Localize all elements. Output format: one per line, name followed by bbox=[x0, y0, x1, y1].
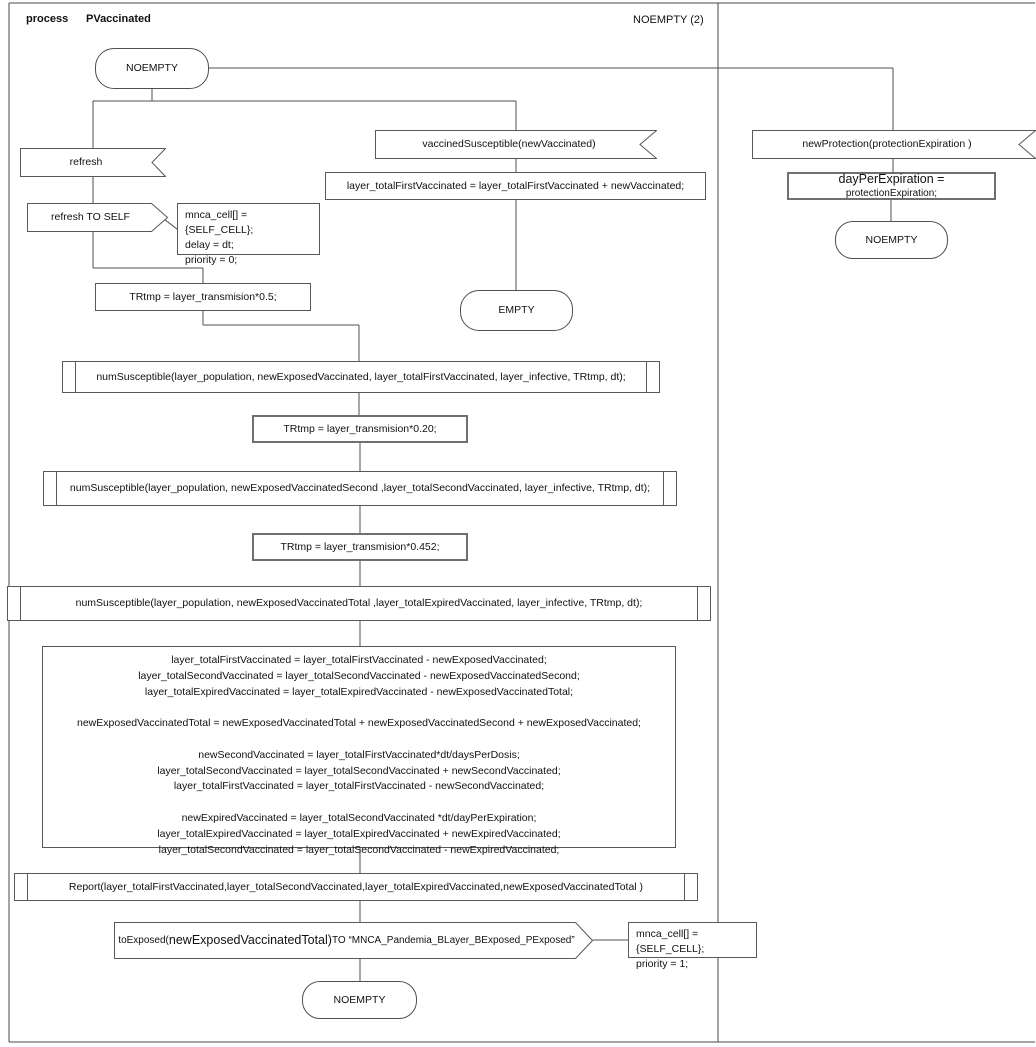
assign-label-small: protectionExpiration; bbox=[845, 187, 938, 199]
call-report[interactable]: Report(layer_totalFirstVaccinated,layer_… bbox=[14, 873, 698, 901]
assign-trtmp-020[interactable]: TRtmp = layer_transmision*0.20; bbox=[252, 415, 468, 443]
assign-label-big: dayPerExpiration = bbox=[838, 171, 945, 186]
state-noempty-right[interactable]: NOEMPTY bbox=[835, 221, 948, 259]
receive-label: vaccinedSusceptible(newVaccinated) bbox=[422, 138, 596, 150]
state-count-label: NOEMPTY (2) bbox=[633, 14, 704, 26]
state-noempty-bottom[interactable]: NOEMPTY bbox=[302, 981, 417, 1019]
state-label: NOEMPTY bbox=[865, 233, 918, 246]
send-shape-icon bbox=[114, 922, 593, 959]
note-refresh-params[interactable]: mnca_cell[] = {SELF_CELL}; delay = dt; p… bbox=[177, 203, 320, 266]
receive-vaccined-susceptible[interactable]: vaccinedSusceptible(newVaccinated) bbox=[375, 130, 657, 159]
receive-label: refresh bbox=[69, 156, 103, 168]
assign-total-first-vaccinated[interactable]: layer_totalFirstVaccinated = layer_total… bbox=[325, 172, 706, 200]
process-keyword-label: process bbox=[26, 13, 69, 25]
receive-refresh[interactable]: refresh bbox=[20, 148, 166, 177]
send-label-big: newExposedVaccinatedTotal) bbox=[168, 933, 332, 947]
note-to-exposed-params[interactable]: mnca_cell[] = {SELF_CELL}; priority = 1; bbox=[628, 922, 757, 970]
send-label: refresh TO SELF bbox=[51, 211, 130, 223]
state-empty[interactable]: EMPTY bbox=[460, 290, 573, 331]
state-noempty-top[interactable]: NOEMPTY bbox=[95, 48, 209, 89]
send-label-post: TO “MNCA_Pandemia_BLayer_BExposed_PExpos… bbox=[331, 935, 575, 946]
receive-shape-icon bbox=[20, 148, 166, 177]
assign-block-text: layer_totalFirstVaccinated = layer_total… bbox=[77, 654, 641, 856]
send-label: toExposed(newExposedVaccinatedTotal) TO … bbox=[114, 922, 579, 959]
assign-label: TRtmp = layer_transmision*0.452; bbox=[280, 540, 440, 553]
call-label: numSusceptible(layer_population, newExpo… bbox=[75, 597, 643, 609]
assign-trtmp-05[interactable]: TRtmp = layer_transmision*0.5; bbox=[95, 283, 311, 311]
assign-day-per-expiration[interactable]: dayPerExpiration = protectionExpiration; bbox=[787, 172, 996, 200]
assign-label: dayPerExpiration = protectionExpiration; bbox=[795, 171, 988, 200]
call-num-susceptible-first[interactable]: numSusceptible(layer_population, newExpo… bbox=[62, 361, 660, 393]
assign-label: layer_totalFirstVaccinated = layer_total… bbox=[346, 179, 685, 192]
call-label: numSusceptible(layer_population, newExpo… bbox=[96, 370, 626, 383]
call-num-susceptible-second[interactable]: numSusceptible(layer_population, newExpo… bbox=[43, 471, 677, 506]
send-to-exposed[interactable]: toExposed(newExposedVaccinatedTotal) TO … bbox=[114, 922, 593, 959]
state-label: EMPTY bbox=[498, 304, 535, 316]
send-shape-icon bbox=[27, 203, 168, 232]
assign-label: TRtmp = layer_transmision*0.5; bbox=[129, 290, 277, 303]
call-label: numSusceptible(layer_population, newExpo… bbox=[69, 482, 651, 494]
send-label-pre: toExposed( bbox=[118, 935, 169, 946]
state-label: NOEMPTY bbox=[333, 993, 386, 1006]
assign-update-block[interactable]: layer_totalFirstVaccinated = layer_total… bbox=[42, 646, 676, 856]
receive-label: newProtection(protectionExpiration ) bbox=[802, 138, 972, 150]
assign-trtmp-0452[interactable]: TRtmp = layer_transmision*0.452; bbox=[252, 533, 468, 561]
receive-shape-icon bbox=[752, 130, 1036, 159]
receive-new-protection[interactable]: newProtection(protectionExpiration ) bbox=[752, 130, 1036, 159]
send-refresh-to-self[interactable]: refresh TO SELF bbox=[27, 203, 168, 232]
process-name-label: PVaccinated bbox=[86, 13, 151, 25]
call-num-susceptible-total[interactable]: numSusceptible(layer_population, newExpo… bbox=[7, 586, 711, 621]
receive-shape-icon bbox=[375, 130, 657, 159]
call-label: Report(layer_totalFirstVaccinated,layer_… bbox=[68, 880, 644, 893]
state-label: NOEMPTY bbox=[126, 62, 178, 74]
assign-label: TRtmp = layer_transmision*0.20; bbox=[283, 422, 437, 435]
